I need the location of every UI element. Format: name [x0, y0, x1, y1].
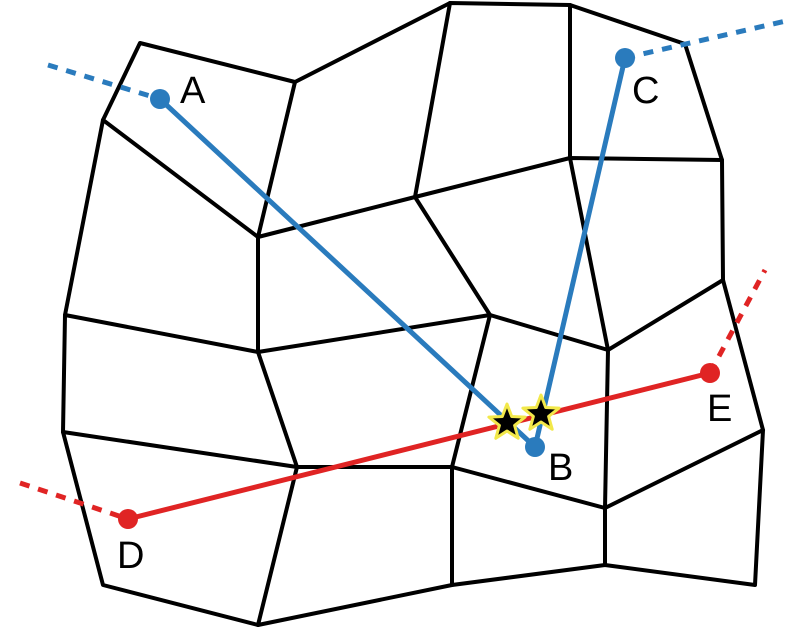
- mesh-edge: [256, 350, 299, 469]
- mesh-edge: [413, 195, 492, 317]
- mesh-edge: [101, 118, 260, 239]
- intersection-star-icon: [521, 393, 561, 431]
- segments: [125, 55, 713, 522]
- dashed-extension-e: [707, 268, 768, 375]
- mesh-edge: [603, 348, 610, 510]
- segment-d-e: [125, 370, 713, 522]
- label-c: C: [632, 70, 659, 112]
- dashed-extension-d: [19, 480, 129, 522]
- label-d: D: [117, 535, 144, 577]
- mesh-outer-boundary: [61, 1, 765, 627]
- label-a: A: [180, 70, 206, 112]
- mesh-edge: [256, 80, 297, 239]
- points: [118, 48, 720, 529]
- mesh-edge: [61, 428, 765, 510]
- intersection-star-icon: [487, 402, 527, 440]
- mesh-edge: [413, 1, 452, 199]
- point-e: [700, 363, 720, 383]
- point-a: [150, 89, 170, 109]
- dashed-extension-a: [47, 62, 161, 102]
- segment-a-b: [157, 96, 538, 450]
- label-e: E: [707, 388, 732, 430]
- mesh-edge: [606, 278, 725, 352]
- mesh-edge: [256, 465, 299, 627]
- mesh-edge: [568, 156, 610, 352]
- mesh-edge: [256, 156, 724, 239]
- dashed-extensions: [19, 17, 791, 522]
- point-d: [118, 509, 138, 529]
- dashed-extension-c: [624, 17, 791, 61]
- intersection-markers: [487, 393, 561, 440]
- point-b: [525, 437, 545, 457]
- point-c: [615, 48, 635, 68]
- point-labels: A B C D E: [117, 70, 732, 577]
- segment-c-b: [532, 55, 628, 450]
- mesh-edge: [63, 313, 610, 354]
- label-b: B: [548, 447, 573, 489]
